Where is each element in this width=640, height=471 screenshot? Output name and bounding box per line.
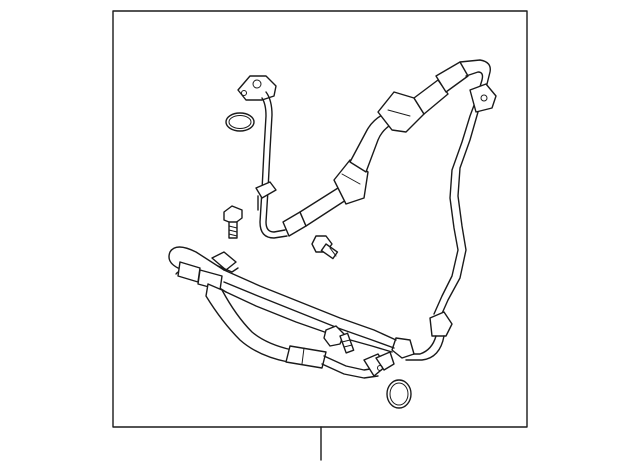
bolt-lower [323, 325, 355, 354]
bolt-upper [223, 205, 243, 239]
pressure-hose-assembly [237, 59, 497, 319]
frame-box [112, 10, 528, 428]
o-ring-lower [386, 379, 412, 409]
return-hose-assembly [168, 246, 453, 379]
bolt-middle [311, 235, 339, 260]
o-ring-lower-inner [389, 382, 409, 406]
o-ring-upper-inner [228, 115, 252, 129]
